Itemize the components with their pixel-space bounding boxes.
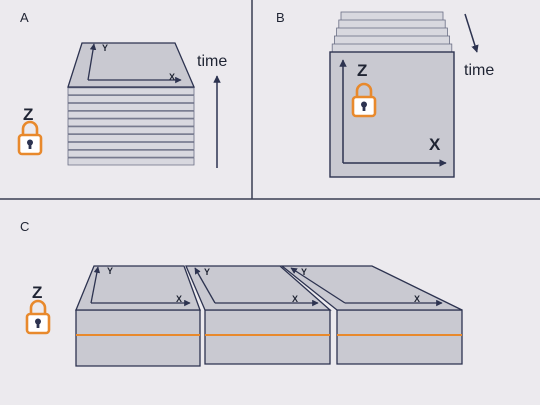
top-slice xyxy=(67,42,195,88)
block-3: Y X xyxy=(280,265,463,365)
time-label: time xyxy=(197,53,227,70)
stacked-slice xyxy=(67,118,195,127)
block-2: Y X xyxy=(185,265,332,365)
stacked-slice xyxy=(67,134,195,143)
panel-letter-a: A xyxy=(20,10,29,25)
z-label-b: Z xyxy=(357,61,367,80)
stacked-slice xyxy=(67,149,195,158)
stacked-slice xyxy=(67,157,195,166)
panel-c: C Z Y X Y X xyxy=(20,219,463,367)
panel-letter-c: C xyxy=(20,219,29,234)
block-top xyxy=(75,265,201,311)
stacked-slice xyxy=(67,110,195,119)
y-axis-arrow xyxy=(290,267,346,304)
block-front xyxy=(204,309,331,365)
block-front xyxy=(75,309,201,367)
stacked-slice xyxy=(67,126,195,135)
axis-y-label: Y xyxy=(107,266,113,276)
axis-x-label: X xyxy=(292,294,298,304)
axis-x-label: X xyxy=(176,294,182,304)
axis-y-label: Y xyxy=(102,43,108,53)
time-arrow-icon xyxy=(464,13,479,53)
z-label: Z xyxy=(23,105,33,124)
block-1: Y X xyxy=(75,265,201,367)
panel-b: Z X time B xyxy=(276,10,494,178)
y-axis-arrow xyxy=(90,266,101,304)
z-label-c: Z xyxy=(32,283,42,302)
y-axis-arrow xyxy=(194,267,216,304)
axis-y-label: Y xyxy=(204,267,210,277)
y-axis-arrow xyxy=(87,43,97,81)
slice-stack xyxy=(67,87,195,166)
axis-x-label: X xyxy=(414,294,420,304)
x-label-b: X xyxy=(429,135,441,154)
padlock-icon xyxy=(17,120,43,156)
stacked-slice xyxy=(67,141,195,150)
padlock-icon xyxy=(25,299,51,335)
axis-y-label: Y xyxy=(301,267,307,277)
stacked-slice xyxy=(67,103,195,111)
axis-x-label: X xyxy=(169,72,175,82)
front-frame xyxy=(329,51,455,178)
panel-a: Y X time Z A xyxy=(17,10,227,168)
stacked-slice xyxy=(67,95,195,103)
stacked-slice xyxy=(67,87,195,96)
time-label-b: time xyxy=(464,62,494,79)
block-top xyxy=(185,265,332,311)
block-front xyxy=(336,309,463,365)
panel-letter-b: B xyxy=(276,10,285,25)
block-top xyxy=(280,265,463,311)
